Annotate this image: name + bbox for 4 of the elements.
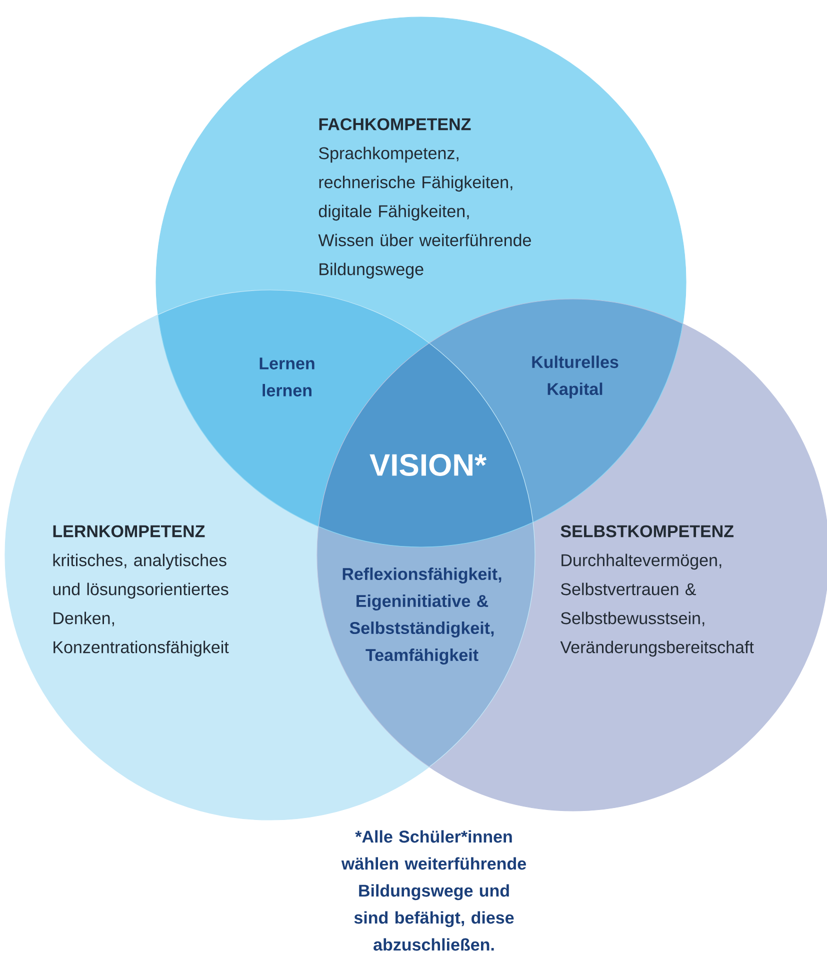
region-label: Reflexionsfähigkeit, Eigeninitiative & Selbstständigkeit, Teamfähigkeit [342,568,502,664]
region-label: Lernen lernen [260,358,314,396]
footnote: *Alle Schüler*innen wählen weiterführende Bildungswege und sind befähigt, diese abzuschließen. [341,830,526,951]
region-label: VISION* [370,454,487,476]
